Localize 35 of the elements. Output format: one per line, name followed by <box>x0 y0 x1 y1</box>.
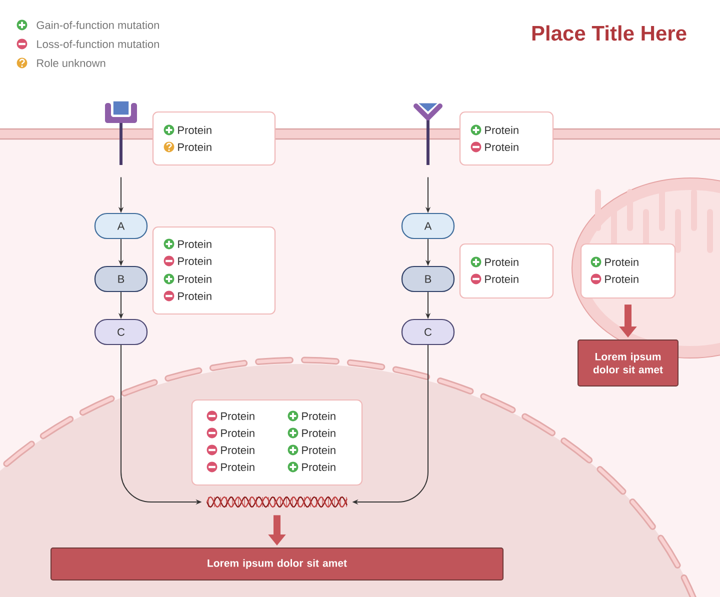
step-pill: C <box>401 318 455 346</box>
receptor-drawing <box>414 102 442 165</box>
protein-name: Protein <box>605 258 638 266</box>
step-pill: B <box>94 266 148 292</box>
protein-name: Protein <box>178 292 212 300</box>
protein-name: Protein <box>221 428 254 438</box>
receptor-drawing <box>105 100 137 165</box>
step-pill: A <box>401 212 455 240</box>
protein-name: Protein <box>485 274 518 284</box>
protein-name: Protein <box>178 274 212 284</box>
step-pill: C <box>94 318 148 346</box>
step-pill: A <box>94 212 148 240</box>
protein-name: Protein <box>605 274 638 284</box>
protein-name: Protein <box>302 412 336 420</box>
protein-name: Protein <box>302 428 336 438</box>
protein-name: Protein <box>221 412 254 420</box>
protein-name: Protein <box>178 240 212 248</box>
protein-name: Protein <box>302 446 336 454</box>
protein-name: Protein <box>221 446 254 454</box>
legend-label: Role unknown <box>37 58 106 68</box>
protein-name: Protein <box>485 258 518 266</box>
legend-label: Gain-of-function mutation <box>36 20 159 30</box>
protein-name: Protein <box>485 126 518 134</box>
protein-name: Protein <box>221 462 254 472</box>
protein-name: Protein <box>178 142 212 152</box>
protein-name: Protein <box>178 256 212 266</box>
title: Place Title Here <box>532 25 686 41</box>
protein-name: Protein <box>178 126 212 134</box>
protein-name: Protein <box>485 142 518 152</box>
protein-name: Protein <box>302 462 336 472</box>
dna-drawing <box>206 496 348 508</box>
legend-label: Loss-of-function mutation <box>37 40 159 48</box>
result-box: Lorem ipsum dolor sit amet <box>50 548 504 580</box>
step-pill: B <box>401 266 455 292</box>
result-box: Lorem ipsum dolor sit amet <box>578 340 678 386</box>
